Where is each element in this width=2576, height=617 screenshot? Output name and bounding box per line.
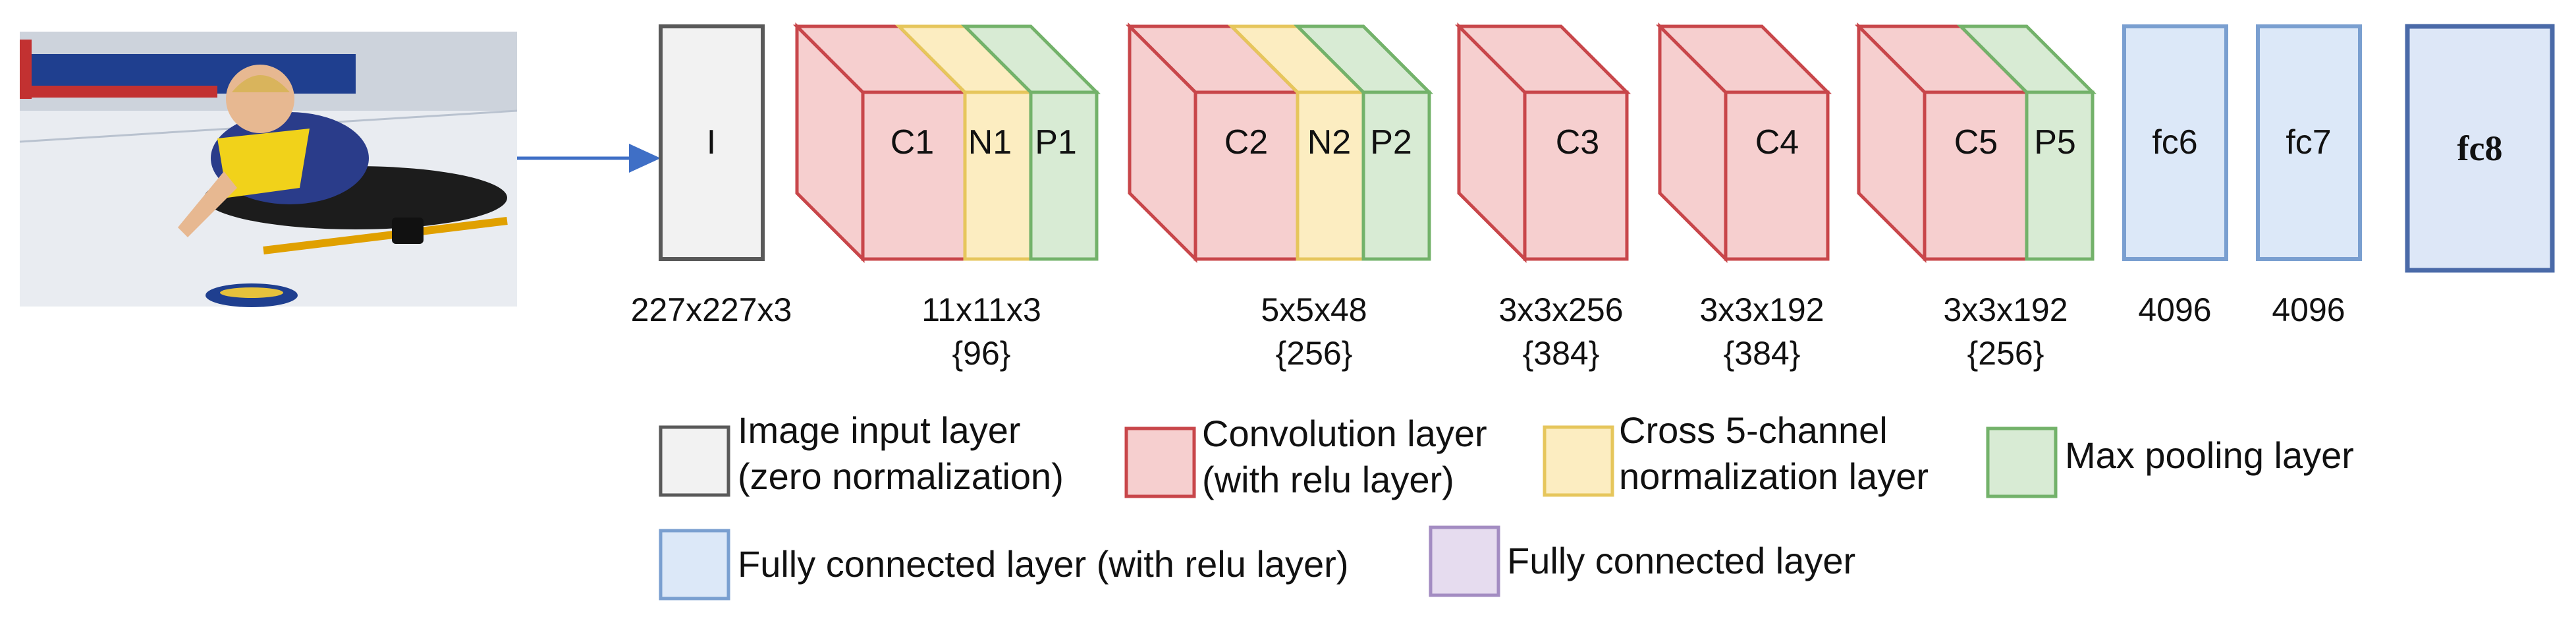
fc6-label: fc6 [2152, 123, 2197, 162]
c5-filters-label: {256} [1967, 335, 2044, 372]
c3-filters-label: {384} [1523, 335, 1600, 372]
legend-conv-label-2: (with relu layer) [1202, 459, 1454, 500]
c4-filters-label: {384} [1724, 335, 1801, 372]
c2-dim-label: 5x5x48 [1261, 291, 1367, 328]
legend-norm-label-2: normalization layer [1619, 455, 1929, 497]
legend-norm-label-1: Cross 5-channel [1619, 409, 1888, 451]
fc7-block [2256, 24, 2362, 261]
legend-fc-swatch [1429, 525, 1500, 597]
legend-input-swatch [659, 425, 730, 497]
n2-label: N2 [1307, 123, 1351, 162]
fc7-label: fc7 [2286, 123, 2331, 162]
input-layer-block [659, 24, 765, 261]
c5-label: C5 [1954, 123, 1998, 162]
legend-input-label-1: Image input layer [738, 409, 1021, 451]
p1-label: P1 [1035, 123, 1077, 162]
legend-norm-swatch [1543, 425, 1614, 497]
c5-dim-label: 3x3x192 [1943, 291, 2068, 328]
legend-input-label-2: (zero normalization) [738, 455, 1064, 497]
c3-block [1454, 22, 1631, 264]
c4-label: C4 [1755, 123, 1799, 162]
input-layer-label: I [707, 123, 716, 162]
p2-label: P2 [1370, 123, 1412, 162]
fc6-block [2122, 24, 2228, 261]
fc7-dim-label: 4096 [2272, 291, 2345, 328]
c2-filters-label: {256} [1276, 335, 1353, 372]
input-arrow [517, 144, 661, 173]
fc8-block [2405, 24, 2555, 273]
legend-fc-label: Fully connected layer [1507, 540, 1855, 581]
c1-filters-label: {96} [952, 335, 1010, 372]
c3-dim-label: 3x3x256 [1498, 291, 1623, 328]
legend-pool-swatch [1986, 426, 2058, 498]
fc6-dim-label: 4096 [2138, 291, 2211, 328]
legend-conv-label-1: Convolution layer [1202, 413, 1487, 454]
legend: Image input layer (zero normalization) C… [659, 409, 2354, 601]
input-photo [19, 32, 518, 307]
c4-block [1655, 22, 1832, 264]
legend-conv-swatch [1124, 426, 1196, 498]
c1-label: C1 [891, 123, 934, 162]
n1-label: N1 [968, 123, 1012, 162]
c4-dim-label: 3x3x192 [1699, 291, 1824, 328]
legend-fc-relu-label: Fully connected layer (with relu layer) [738, 543, 1348, 585]
legend-pool-label: Max pooling layer [2065, 434, 2354, 476]
input-dim-label: 227x227x3 [631, 291, 792, 328]
c1-n1-p1-block [792, 22, 1101, 264]
c1-dim-label: 11x11x3 [921, 291, 1041, 328]
c2-label: C2 [1224, 123, 1268, 162]
c5-p5-block [1854, 22, 2097, 264]
c2-n2-p2-block [1125, 22, 1434, 264]
p5-label: P5 [2034, 123, 2076, 162]
fc8-label: fc8 [2457, 129, 2503, 168]
legend-fc-relu-swatch [659, 529, 730, 601]
c3-label: C3 [1556, 123, 1599, 162]
